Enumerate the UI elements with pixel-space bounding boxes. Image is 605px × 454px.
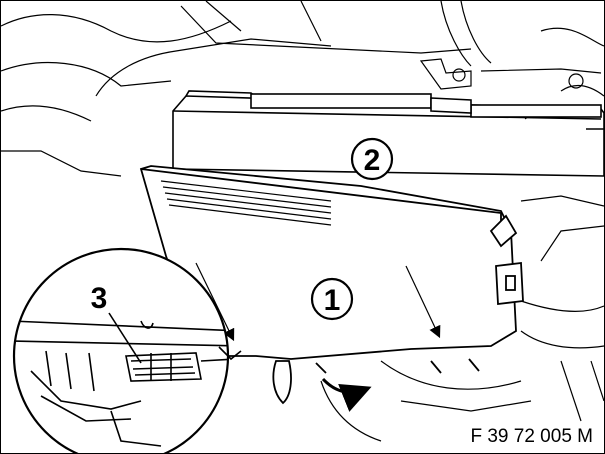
callout-1: 1 [310, 277, 354, 321]
svg-text:1: 1 [324, 284, 341, 317]
detail-zoom-view [12, 247, 242, 453]
control-unit-rear [172, 90, 604, 177]
callout-3-leader [108, 312, 142, 364]
curved-arrow [321, 377, 372, 412]
arrow-left [195, 262, 235, 342]
control-unit-front [139, 165, 524, 405]
background-engine-bay [1, 1, 604, 442]
callout-2: 2 [350, 137, 394, 181]
arrow-right [405, 265, 441, 339]
figure-reference: F 39 72 005 M [470, 426, 593, 447]
direction-arrows [195, 262, 441, 412]
callout-3: 3 [91, 282, 108, 315]
svg-text:2: 2 [364, 144, 381, 177]
